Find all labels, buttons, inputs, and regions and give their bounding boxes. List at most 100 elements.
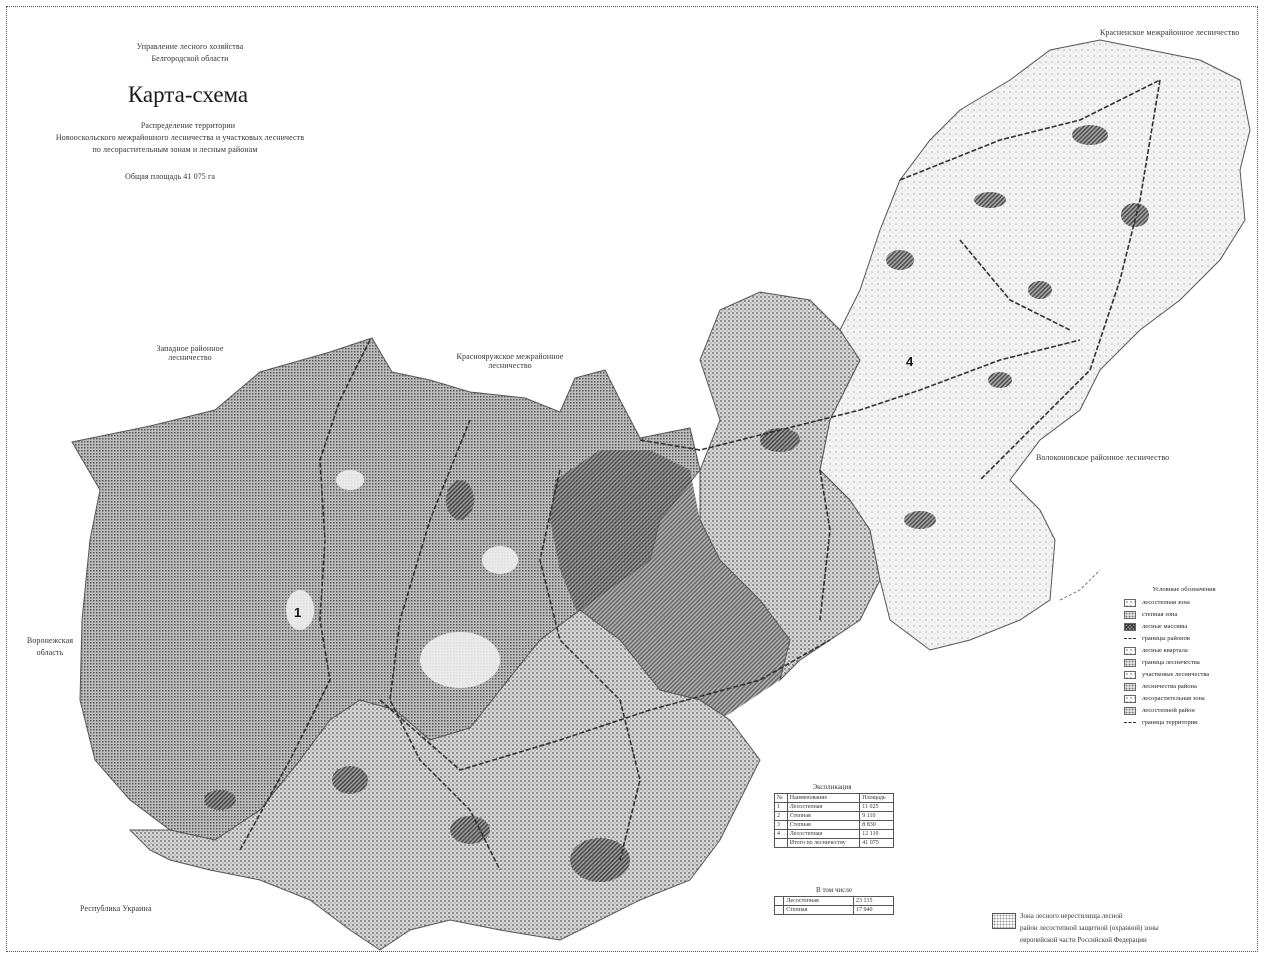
table-cell: 3 <box>774 820 788 830</box>
table-cell: Площадь <box>859 793 894 803</box>
table-cell: 41 075 <box>859 838 894 848</box>
table-cell: Степная <box>783 905 854 915</box>
legend-item: лесорастительная зона <box>1124 693 1244 704</box>
table-cell <box>773 905 785 915</box>
legend-items: лесостепная зона степная зона лесные масси… <box>1124 597 1244 728</box>
org-line-1: Управление лесного хозяйства <box>136 42 244 51</box>
table-cell: Степная <box>786 811 861 821</box>
legend-item: лесостепная зона <box>1124 597 1244 608</box>
legend: Условные обозначения лесостепная зона сте… <box>1124 586 1244 729</box>
explication-title: Экспликация <box>812 783 852 791</box>
legend-swatch <box>1124 706 1136 715</box>
table-cell: Лесостепная <box>786 829 861 839</box>
neighbor-left-2: область <box>36 648 64 657</box>
legend-item-label: лесостепной район <box>1142 707 1195 714</box>
legend-item: лесостепной район <box>1124 705 1244 716</box>
zone-4-area <box>819 39 1251 651</box>
legend-swatch <box>1124 610 1136 619</box>
legend-swatch <box>1124 658 1136 667</box>
legend-swatch <box>1124 622 1136 631</box>
note-line-3: европейской части Российской Федерации <box>1020 936 1147 944</box>
legend-swatch <box>1124 646 1136 655</box>
table-cell <box>774 838 788 848</box>
description-line-1: Распределение территории <box>140 121 236 130</box>
legend-swatch <box>1124 694 1136 703</box>
table-cell <box>773 896 785 906</box>
legend-item-label: лесорастительная зона <box>1142 695 1205 702</box>
table-cell: 17 940 <box>852 905 895 915</box>
legend-item: степная зона <box>1124 609 1244 620</box>
table-cell: 2 <box>774 811 788 821</box>
legend-item: лесные квартала <box>1124 645 1244 656</box>
legend-item-label: участковые лесничества <box>1142 671 1210 678</box>
table-cell: 1 <box>774 802 788 812</box>
roads <box>239 79 1161 871</box>
legend-swatch <box>1124 670 1136 679</box>
zone-label-4: 4 <box>906 354 914 369</box>
neighbor-top-left: Западное районное лесничество <box>156 344 224 362</box>
forest-patches <box>204 125 1149 882</box>
neighbor-top-center: Краснояружское межрайонное лесничество <box>456 352 564 370</box>
map-frame <box>6 6 1258 952</box>
neighbor-top-right: Красненское межрайонное лесничество <box>1100 28 1240 37</box>
legend-swatch <box>1124 722 1136 723</box>
legend-item: граница территории <box>1124 717 1244 728</box>
total-area: Общая площадь 41 075 га <box>124 172 216 181</box>
legend-item-label: лесные массивы <box>1142 623 1188 630</box>
note-box <box>992 913 1016 929</box>
legend-item-label: лесные квартала <box>1142 647 1188 654</box>
description-line-2: Новооскольского межрайонного лесничества… <box>55 133 305 142</box>
map-title: Карта-схема <box>127 82 249 107</box>
explication-subtitle: В том числе <box>816 886 852 894</box>
table-cell: Степная <box>786 820 861 830</box>
legend-item-label: лесостепная зона <box>1142 599 1190 606</box>
zone-label-1: 1 <box>294 605 301 620</box>
legend-title: Условные обозначения <box>1152 586 1216 593</box>
table-cell: 11 025 <box>859 802 894 812</box>
legend-item: граница лесничества <box>1124 657 1244 668</box>
legend-item: участковые лесничества <box>1124 669 1244 680</box>
legend-item: лесничества района <box>1124 681 1244 692</box>
neighbor-right: Волоконовское районное лесничество <box>1036 453 1170 462</box>
legend-swatch <box>1124 638 1136 639</box>
legend-item-label: границы районов <box>1142 635 1190 642</box>
clearings <box>286 470 518 688</box>
table-cell: 8 830 <box>859 820 894 830</box>
legend-item-label: лесничества района <box>1142 683 1197 690</box>
legend-item-label: степная зона <box>1142 611 1178 618</box>
legend-item: границы районов <box>1124 633 1244 644</box>
table-cell: 9 110 <box>859 811 894 821</box>
table-cell: Наименование <box>786 793 861 803</box>
org-line-2: Белгородской области <box>151 54 229 63</box>
legend-item: лесные массивы <box>1124 621 1244 632</box>
boundary-line <box>1059 569 1101 601</box>
table-cell: Лесостепная <box>786 802 861 812</box>
table-cell: 4 <box>774 829 788 839</box>
table-cell: Итого по лесничеству <box>786 838 861 848</box>
neighbor-left-1: Воронежская <box>26 636 74 645</box>
table-cell: 23 135 <box>852 896 895 906</box>
table-cell: Лесостепная <box>783 896 854 906</box>
legend-swatch <box>1124 598 1136 607</box>
note-line-2: район лесостепной защитной (охранной) зо… <box>1020 924 1159 932</box>
neighbor-bottom-left: Республика Украина <box>80 904 152 913</box>
note-line-1: Зона лесного нерестилища лесной <box>1020 912 1123 920</box>
legend-item-label: граница лесничества <box>1142 659 1200 666</box>
table-cell: № <box>774 793 788 803</box>
table-cell: 12 110 <box>859 829 894 839</box>
legend-item-label: граница территории <box>1142 719 1198 726</box>
legend-swatch <box>1124 682 1136 691</box>
description-line-3: по лесорастительным зонам и лесным район… <box>92 145 258 154</box>
